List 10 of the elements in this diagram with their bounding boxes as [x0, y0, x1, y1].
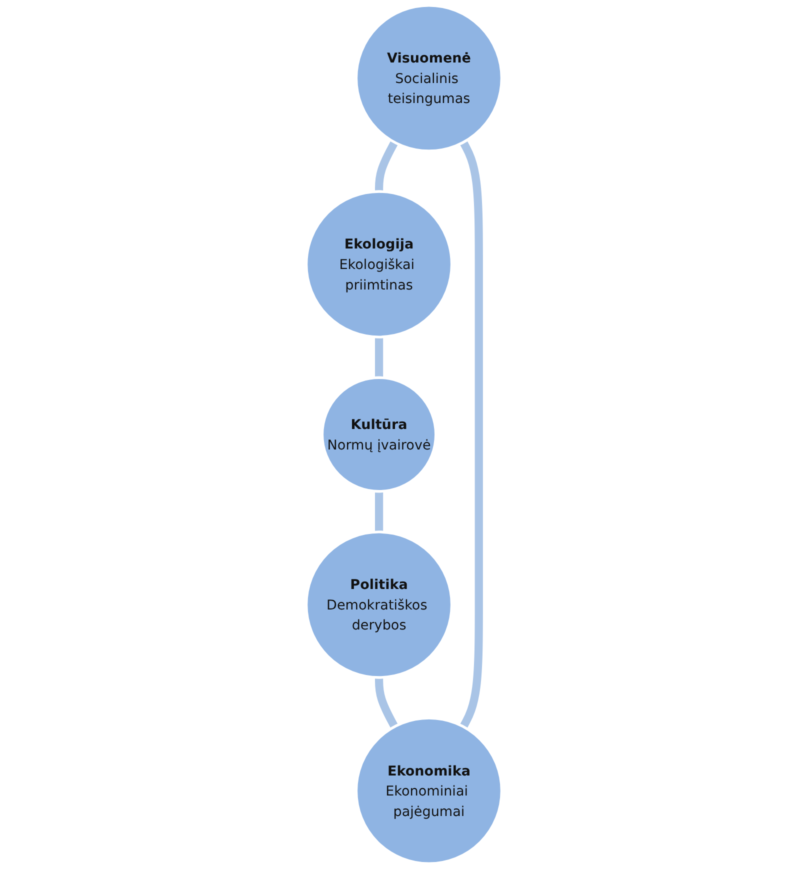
- node-circle: Ekologija Ekologiškai priimtinas: [304, 190, 454, 338]
- node-circle: Politika Demokratiškos derybos: [304, 530, 454, 679]
- node-circle: Visuomenė Socialinis teisingumas: [354, 4, 504, 152]
- connector: [374, 336, 384, 378]
- connector: [374, 490, 384, 533]
- connector: [374, 140, 398, 192]
- connector: [460, 140, 483, 729]
- node-circle: Ekonomika Ekonominiai pajėgumai: [354, 716, 504, 865]
- connector: [374, 676, 398, 729]
- node-circle: Kultūra Normų įvairovė: [320, 376, 438, 493]
